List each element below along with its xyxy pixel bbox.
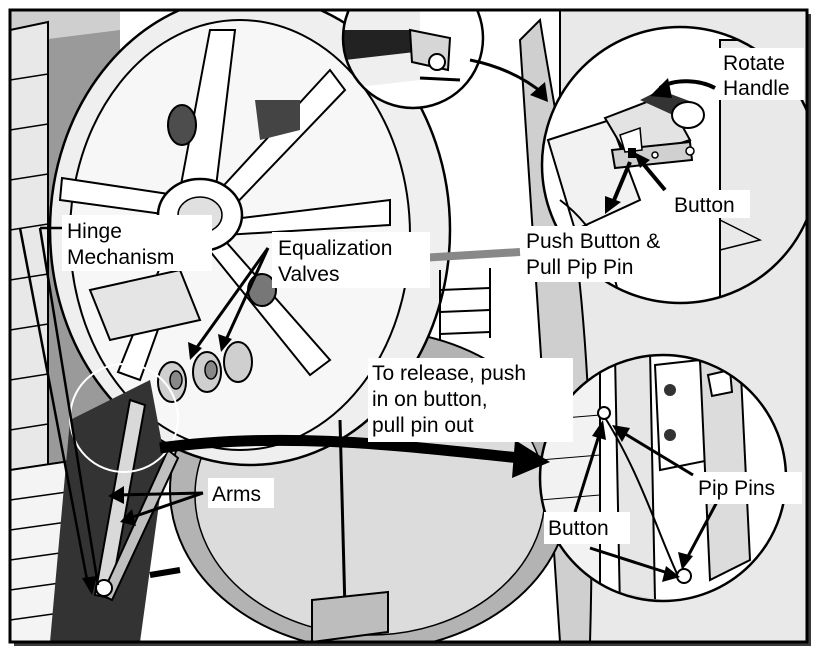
label-push-button-1: Push Button & [526,230,660,253]
label-release-1: To release, push [372,362,526,385]
hatch-port-2 [248,274,276,306]
label-hinge-1: Hinge [67,220,122,243]
label-button-top: Button [674,194,735,217]
label-arms: Arms [212,483,261,506]
label-rotate-handle-1: Rotate [723,52,785,75]
label-push-button-2: Pull Pip Pin [526,256,633,279]
label-release-2: in on button, [372,388,488,411]
equalization-valve-2 [193,352,221,392]
hatch-port [168,105,196,145]
drain-bracket [312,592,388,642]
label-equalization-2: Valves [278,263,339,286]
label-pip-pins: Pip Pins [698,477,775,500]
label-equalization-1: Equalization [278,237,392,260]
equalization-valve-3 [224,342,252,382]
equalization-valve-1 [158,362,186,402]
label-button-bottom: Button [548,517,609,540]
label-hinge-2: Mechanism [67,246,174,269]
label-rotate-handle-2: Handle [723,77,790,100]
label-release-3: pull pin out [372,414,474,437]
